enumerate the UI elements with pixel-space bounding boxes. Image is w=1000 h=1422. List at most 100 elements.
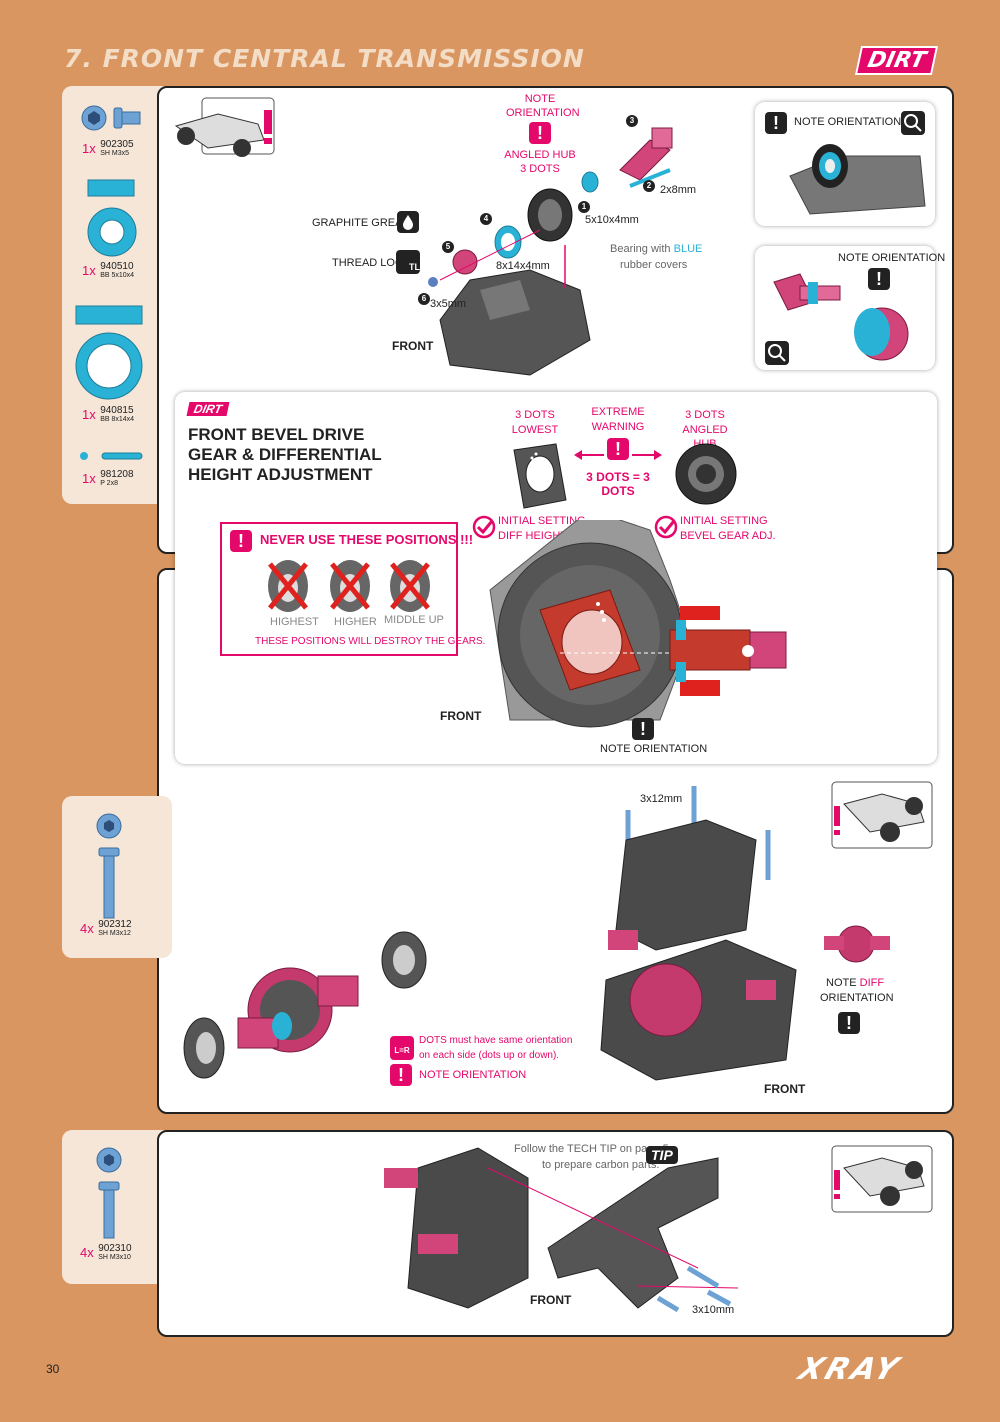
position-higher: HIGHER (334, 616, 377, 628)
gearbox-assembly-diagram (600, 786, 797, 1081)
graphite-grease-label: GRAPHITE GREASE (312, 217, 418, 229)
dots-lowest-2: LOWEST (511, 424, 559, 436)
extreme-warning-2: WARNING (591, 421, 645, 433)
front-label: FRONT (530, 1293, 572, 1307)
warning-icon: ! (632, 718, 654, 740)
warning-icon: ! (607, 438, 629, 460)
dirt-logo-small: DIRT (186, 402, 230, 416)
magnifier-icon (901, 111, 925, 135)
screw-902305-icon (81, 105, 141, 131)
dots-hub-1: 3 DOTS (685, 409, 725, 421)
car-thumbnail-icon (831, 781, 933, 849)
warning-icon: ! (765, 112, 787, 134)
hub-gear-detail (773, 273, 909, 361)
step-number-4: 4 (480, 208, 492, 226)
detail2-label: NOTE ORIENTATION (838, 252, 946, 264)
front-label: FRONT (392, 339, 434, 353)
dots-same-1: DOTS must have same orientation (419, 1035, 573, 1046)
position-middle-up: MIDDLE UP (384, 614, 444, 626)
note-diff-orientation: ORIENTATION (820, 992, 894, 1004)
forbidden-positions-icons (268, 560, 430, 612)
car-thumbnail-icon (174, 97, 275, 157)
tip-badge: TIP (646, 1146, 678, 1164)
angled-hub-part-icon (619, 127, 673, 188)
diff-orientation-icon (824, 925, 890, 963)
three-dots-label: 3 DOTS (520, 163, 560, 175)
note-diff-label: NOTE DIFF (826, 977, 885, 989)
dim-8x14x4: 8x14x4mm (496, 260, 550, 272)
detail1-label: NOTE ORIENTATION (794, 116, 902, 128)
diff-height-insert-icon (513, 443, 567, 509)
note-orientation-label: NOTE ORIENTATION (506, 93, 580, 119)
thread-lock-label: THREAD LOCK (332, 257, 411, 269)
note-orientation-step3: NOTE ORIENTATION (419, 1069, 527, 1081)
never-use-label: NEVER USE THESE POSITIONS !!! (260, 532, 474, 547)
note-orientation-bevel: NOTE ORIENTATION (600, 743, 708, 755)
step4-panel (157, 1130, 954, 1337)
magnifier-icon (765, 341, 789, 365)
double-arrow-icon (574, 450, 662, 460)
check-circle-icon (654, 515, 678, 539)
parts-bar-step1 (62, 86, 172, 504)
dots-same-2: on each side (dots up or down). (419, 1050, 560, 1061)
front-label: FRONT (440, 709, 482, 723)
extreme-warning-1: EXTREME (591, 406, 645, 418)
warning-icon: ! (838, 1012, 860, 1034)
grease-drop-icon (397, 211, 419, 233)
initial-diff-1: INITIAL SETTING (498, 515, 586, 527)
gearbox-exploded-diagram (428, 171, 599, 376)
destroy-gears-note: THESE POSITIONS WILL DESTROY THE GEARS. (255, 636, 486, 647)
step-number-6: 6 (418, 288, 430, 306)
shock-tower-assembly-diagram (384, 1147, 739, 1313)
pin-981208-icon (80, 452, 143, 460)
angled-hub-label: ANGLED HUB (504, 149, 576, 161)
bevel-title-3: HEIGHT ADJUSTMENT (188, 465, 373, 484)
differential-exploded-diagram (183, 931, 427, 1079)
step-number-2: 2 (643, 175, 655, 193)
dirt-logo: DIRT (854, 46, 939, 75)
warning-icon: ! (230, 530, 252, 552)
tech-tip-note-1: Follow the TECH TIP on page 5 (514, 1143, 669, 1155)
screw-902310-icon (96, 1147, 122, 1239)
dim-3x5: 3x5mm (430, 298, 467, 310)
step-number-1: 1 (578, 196, 590, 214)
initial-bevel-2: BEVEL GEAR ADJ. (680, 530, 776, 542)
bearing-940510-icon (87, 179, 137, 257)
diff-cross-section-diagram (489, 520, 787, 728)
warning-icon: ! (529, 122, 551, 144)
dots-equal-label: 3 DOTS = 3 DOTS (586, 470, 650, 498)
step-number-5: 5 (442, 236, 454, 254)
bevel-title-2: GEAR & DIFFERENTIAL (188, 445, 382, 464)
step-number-3: 3 (626, 110, 638, 128)
dim-2x8: 2x8mm (660, 184, 697, 196)
angled-hub-insert-icon (675, 443, 737, 505)
page-title: 7. FRONT CENTRAL TRANSMISSION (64, 44, 585, 73)
dim-3x12: 3x12mm (640, 793, 683, 805)
dim-3x10: 3x10mm (692, 1304, 735, 1316)
dots-lowest-1: 3 DOTS (515, 409, 555, 421)
tech-tip-note-2: to prepare carbon parts. (542, 1159, 660, 1171)
check-circle-icon (472, 515, 496, 539)
gearbox-bearing-detail (789, 144, 926, 215)
initial-bevel-1: INITIAL SETTING (680, 515, 768, 527)
car-thumbnail-icon (831, 1145, 933, 1213)
page-number: 30 (46, 1362, 60, 1376)
position-highest: HIGHEST (270, 616, 319, 628)
bearing-note-line2: rubber covers (620, 259, 688, 271)
bevel-title-1: FRONT BEVEL DRIVE (188, 425, 365, 444)
thread-lock-icon: TL (396, 250, 420, 274)
screw-902312-icon (96, 813, 122, 919)
warning-icon: ! (390, 1064, 412, 1086)
dim-5x10x4: 5x10x4mm (585, 214, 639, 226)
xray-logo: XRAY (794, 1352, 906, 1387)
bearing-940815-icon (75, 305, 143, 400)
lr-icon: L=R (390, 1036, 414, 1060)
warning-icon: ! (868, 268, 890, 290)
bearing-note-line1: Bearing with BLUE (610, 243, 703, 255)
